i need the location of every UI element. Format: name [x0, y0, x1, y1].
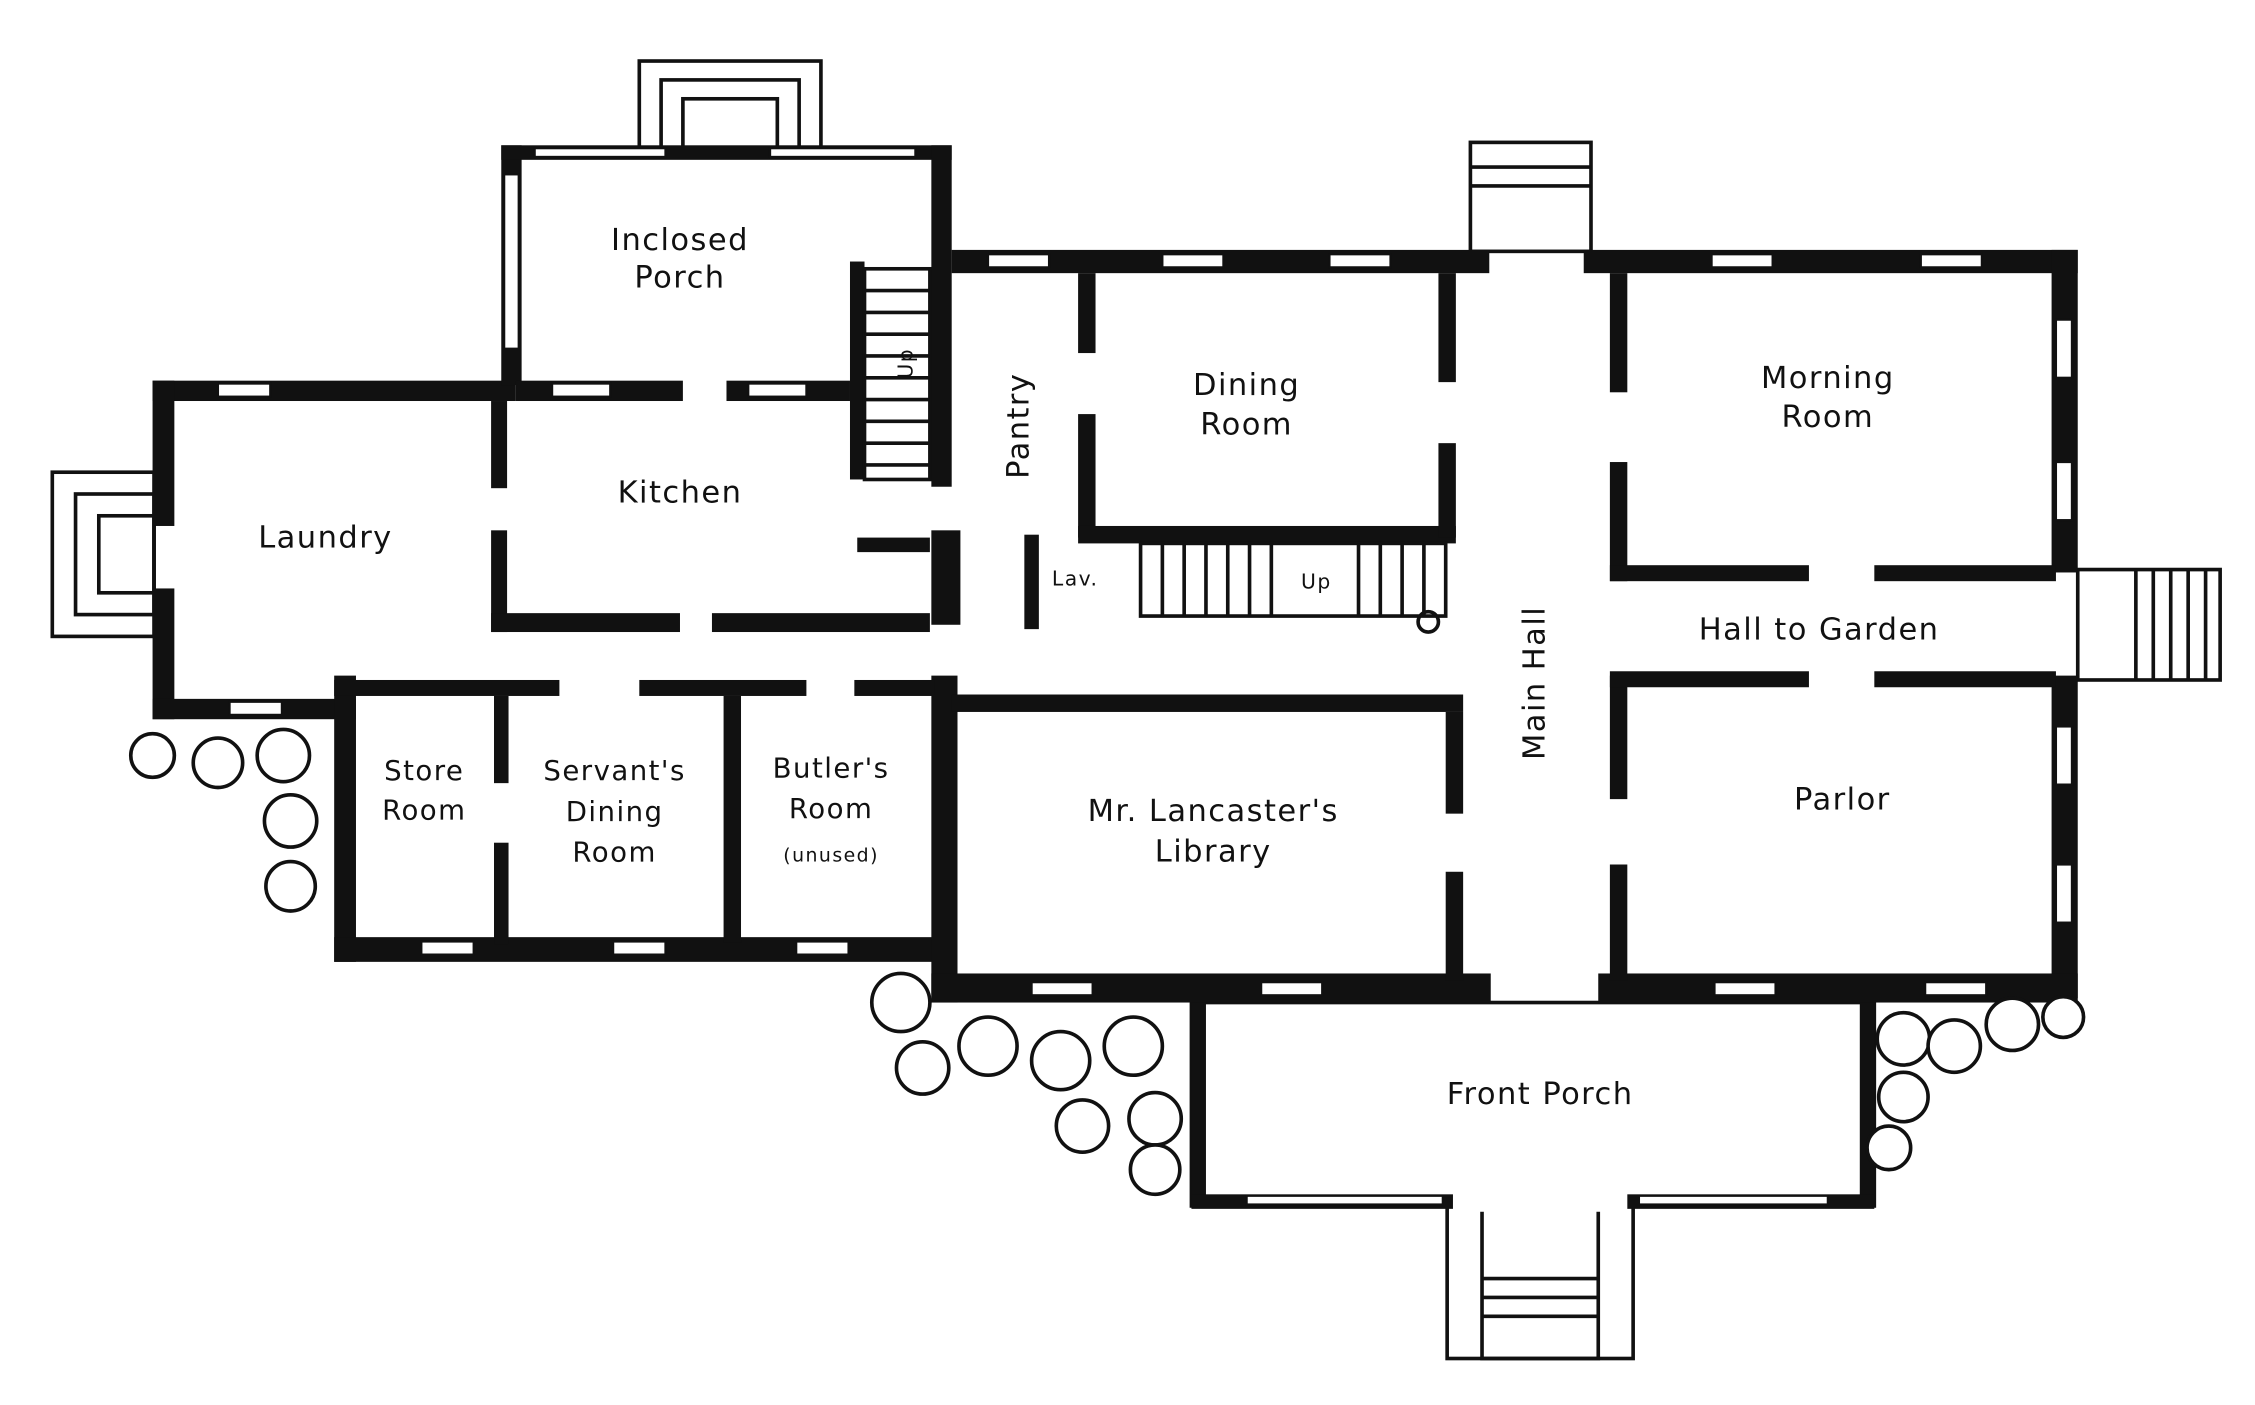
shrubbery	[128, 727, 2086, 1197]
label-front-porch: Front Porch	[1447, 1077, 1634, 1112]
front-steps	[1445, 1204, 1635, 1361]
label-kitchen: Kitchen	[618, 476, 743, 511]
porch-stair	[862, 266, 932, 482]
main-stair	[1138, 541, 1448, 634]
label-lav: Lav.	[1052, 567, 1099, 591]
label-laundry: Laundry	[258, 521, 392, 556]
label-parlor: Parlor	[1794, 782, 1891, 817]
label-stair-up-porch: Up	[893, 348, 917, 379]
walls	[152, 145, 2078, 1003]
front-porch-outline	[1189, 1000, 1877, 1212]
label-main-hall: Main Hall	[1518, 606, 1553, 760]
main-hall-rear-steps	[1468, 140, 1593, 254]
label-hall-to-garden: Hall to Garden	[1699, 612, 1940, 647]
windows	[216, 147, 2074, 997]
laundry-steps	[50, 470, 156, 639]
label-pantry: Pantry	[1002, 373, 1037, 479]
rear-porch-steps	[637, 59, 823, 151]
garden-steps	[2075, 567, 2222, 682]
label-stair-up-main: Up	[1301, 569, 1332, 593]
